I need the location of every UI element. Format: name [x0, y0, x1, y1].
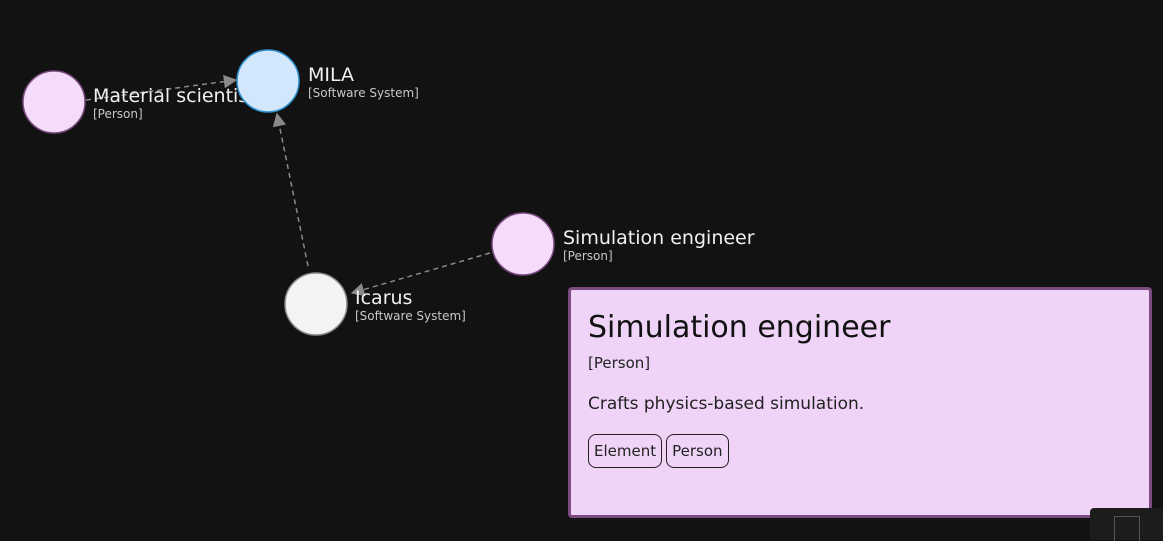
node-icarus-name: Icarus — [355, 287, 412, 309]
node-simulation-engineer-name: Simulation engineer — [563, 227, 755, 249]
tooltip-tag-element: Element — [588, 434, 663, 468]
node-mila[interactable]: MILA [Software System] — [236, 49, 419, 113]
node-mila-name: MILA — [308, 64, 354, 86]
node-material-scientist[interactable]: Material scientist [Person] — [22, 70, 256, 134]
node-icarus-type: [Software System] — [355, 309, 466, 323]
node-icarus-circle[interactable] — [284, 272, 348, 336]
tooltip-tag-person: Person — [666, 434, 729, 468]
tooltip-title: Simulation engineer — [588, 310, 891, 345]
node-icarus[interactable]: Icarus [Software System] — [284, 272, 466, 336]
node-material-scientist-name: Material scientist — [93, 85, 256, 107]
edge-simulation-engineer-to-icarus[interactable] — [350, 252, 491, 297]
node-mila-type: [Software System] — [308, 86, 419, 100]
node-simulation-engineer-circle[interactable] — [491, 212, 555, 276]
node-material-scientist-type: [Person] — [93, 107, 143, 121]
corner-control[interactable] — [1090, 508, 1163, 541]
element-tooltip: Simulation engineer [Person] Crafts phys… — [568, 287, 1152, 518]
node-simulation-engineer[interactable]: Simulation engineer [Person] — [491, 212, 755, 276]
tooltip-type: [Person] — [588, 354, 651, 372]
node-material-scientist-circle[interactable] — [22, 70, 86, 134]
node-mila-circle[interactable] — [236, 49, 300, 113]
expand-icon[interactable] — [1114, 516, 1140, 541]
edge-material-scientist-to-mila[interactable] — [85, 74, 238, 101]
edge-icarus-to-mila[interactable] — [272, 112, 309, 267]
node-simulation-engineer-type: [Person] — [563, 249, 613, 263]
tooltip-tags: Element Person — [588, 434, 1132, 468]
tooltip-description: Crafts physics-based simulation. — [588, 394, 865, 414]
